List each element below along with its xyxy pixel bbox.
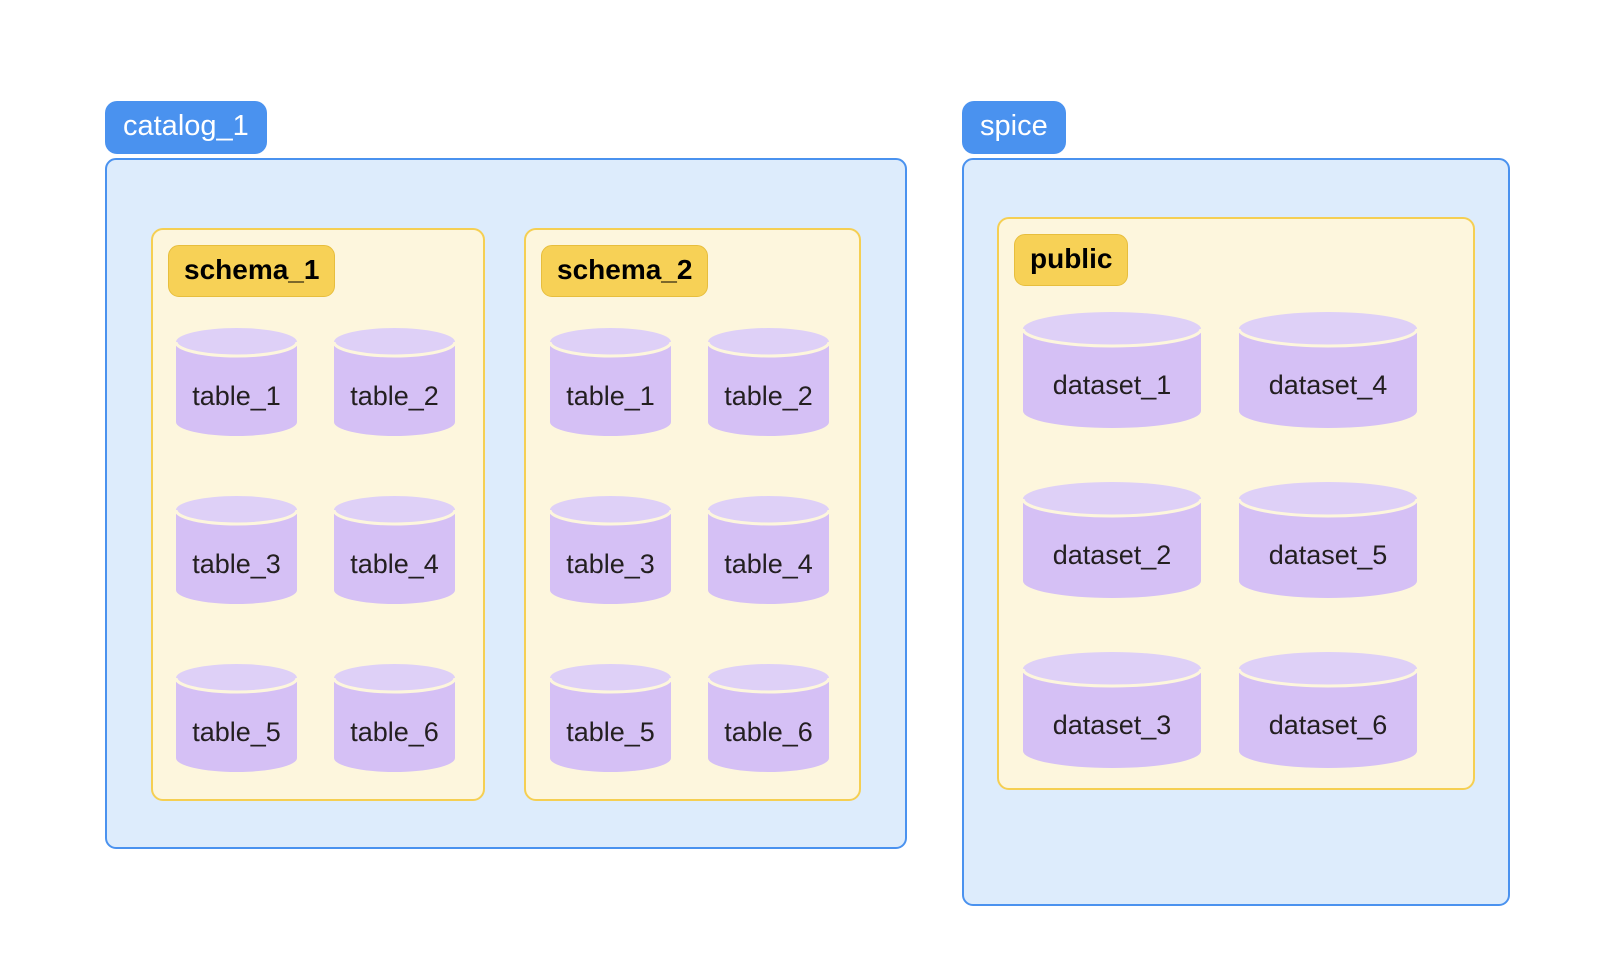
database-cylinder-icon: [1237, 652, 1419, 768]
catalog-group-spice: spice public dataset_1: [962, 101, 1510, 906]
table-cylinder[interactable]: table_4: [332, 494, 457, 606]
table-cylinder[interactable]: table_5: [174, 662, 299, 774]
schema-panel-public: public dataset_1 data: [997, 217, 1475, 790]
dataset-cylinder[interactable]: dataset_3: [1021, 651, 1203, 769]
database-cylinder-icon: [706, 328, 831, 436]
dataset-cylinder[interactable]: dataset_5: [1237, 481, 1419, 599]
catalog-badge-spice[interactable]: spice: [962, 101, 1066, 154]
catalog-group-catalog_1: catalog_1 schema_1 table_1: [105, 101, 907, 849]
dataset-cylinder[interactable]: dataset_6: [1237, 651, 1419, 769]
database-cylinder-icon: [706, 664, 831, 772]
database-cylinder-icon: [706, 496, 831, 604]
schema-panel-schema_1: schema_1 table_1 tabl: [151, 228, 485, 801]
table-cylinder[interactable]: table_4: [706, 494, 831, 606]
database-cylinder-icon: [174, 664, 299, 772]
catalog-badge-catalog_1[interactable]: catalog_1: [105, 101, 267, 154]
database-cylinder-icon: [174, 328, 299, 436]
table-cylinder[interactable]: table_1: [174, 326, 299, 438]
table-cylinder[interactable]: table_2: [332, 326, 457, 438]
table-cylinder[interactable]: table_5: [548, 662, 673, 774]
catalog-panel-catalog_1: schema_1 table_1 tabl: [105, 158, 907, 849]
database-cylinder-icon: [1021, 312, 1203, 428]
database-cylinder-icon: [332, 496, 457, 604]
dataset-cylinder[interactable]: dataset_1: [1021, 311, 1203, 429]
schema-badge-schema_1[interactable]: schema_1: [168, 245, 336, 297]
schema-panel-schema_2: schema_2 table_1 tabl: [524, 228, 861, 801]
table-cylinder[interactable]: table_2: [706, 326, 831, 438]
schema-badge-schema_2[interactable]: schema_2: [541, 245, 709, 297]
database-cylinder-icon: [1021, 482, 1203, 598]
database-cylinder-icon: [332, 328, 457, 436]
table-cylinder[interactable]: table_3: [548, 494, 673, 606]
dataset-cylinder[interactable]: dataset_4: [1237, 311, 1419, 429]
schema-badge-public[interactable]: public: [1014, 234, 1129, 286]
table-cylinder[interactable]: table_1: [548, 326, 673, 438]
table-cylinder[interactable]: table_6: [706, 662, 831, 774]
dataset-cylinder[interactable]: dataset_2: [1021, 481, 1203, 599]
table-cylinder[interactable]: table_3: [174, 494, 299, 606]
database-cylinder-icon: [548, 496, 673, 604]
database-cylinder-icon: [1021, 652, 1203, 768]
database-cylinder-icon: [1237, 482, 1419, 598]
database-cylinder-icon: [174, 496, 299, 604]
catalog-panel-spice: public dataset_1 data: [962, 158, 1510, 906]
database-cylinder-icon: [548, 328, 673, 436]
table-cylinder[interactable]: table_6: [332, 662, 457, 774]
database-cylinder-icon: [332, 664, 457, 772]
database-cylinder-icon: [548, 664, 673, 772]
database-cylinder-icon: [1237, 312, 1419, 428]
